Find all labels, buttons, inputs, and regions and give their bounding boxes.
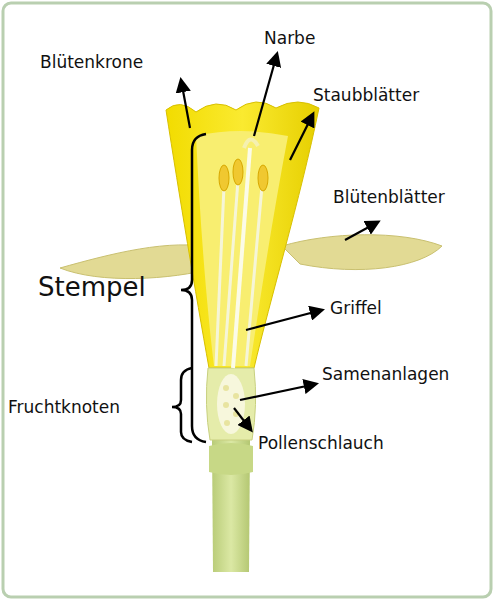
stempel-bracket (181, 134, 206, 442)
part-label: Stempel (38, 272, 146, 303)
part-label: Narbe (264, 28, 315, 48)
part-label: Samenanlagen (322, 364, 449, 384)
part-label: Fruchtknoten (8, 397, 120, 417)
corona (166, 102, 319, 368)
stem-node (209, 443, 253, 475)
style (233, 148, 250, 368)
ovules (223, 385, 239, 426)
part-label: Blütenkrone (40, 52, 143, 72)
stigma (244, 139, 258, 148)
part-label: Pollenschlauch (258, 433, 384, 453)
part-label: Griffel (330, 298, 382, 318)
frame (3, 3, 491, 597)
ovary (206, 368, 255, 440)
fruchtknoten-bracket (172, 368, 192, 442)
ovary-cavity (217, 374, 245, 434)
anthers (219, 159, 268, 191)
part-label: Staubblätter (313, 85, 419, 105)
petal (282, 235, 442, 270)
part-label: Blütenblätter (333, 187, 445, 207)
